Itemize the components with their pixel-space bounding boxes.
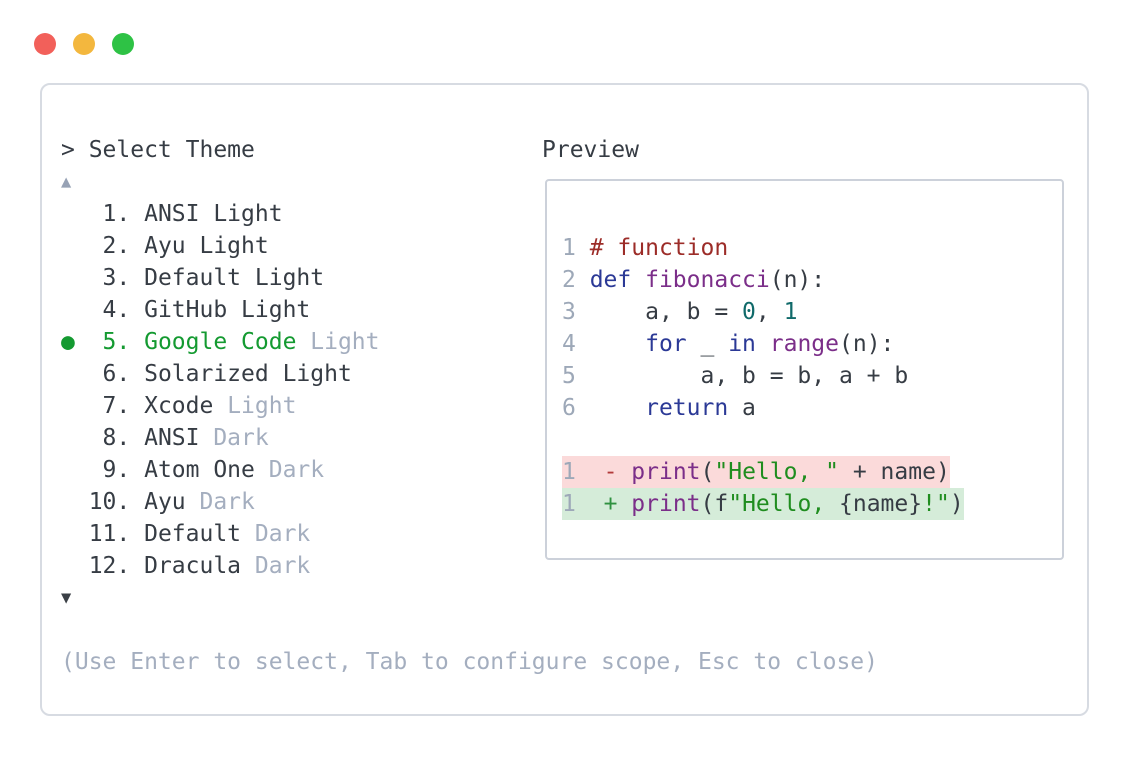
theme-item-label: Xcode [144,393,214,419]
theme-item-label: Default [144,521,242,547]
line-number: 5 [562,363,590,389]
theme-item-5[interactable]: ● 5. Google Code Light [61,329,380,355]
code-line [562,424,576,456]
line-number: 4 [562,331,590,357]
theme-list-column: > Select Theme ▲ 1. ANSI Light 2. Ayu Li… [61,134,878,678]
line-number: 6 [562,395,590,421]
theme-item-label: ANSI Light [144,201,283,227]
theme-variant-badge: Dark [199,425,269,451]
line-number: 1 [562,491,590,517]
theme-item-11[interactable]: 11. Default Dark [61,521,311,547]
theme-item-label: GitHub Light [144,297,311,323]
line-number: 1 [562,235,590,261]
theme-item-4[interactable]: 4. GitHub Light [61,297,311,323]
theme-variant-badge: Dark [185,489,255,515]
spacer [61,614,878,646]
preview-box: 1 # function 2 def fibonacci(n): 3 a, b = … [545,179,1064,560]
theme-item-6[interactable]: 6. Solarized Light [61,361,352,387]
theme-variant-badge: Dark [241,521,311,547]
close-window-icon[interactable] [34,33,56,55]
theme-item-label: Ayu [144,489,186,515]
theme-item-3[interactable]: 3. Default Light [61,265,325,291]
theme-item-label: Ayu Light [144,233,269,259]
theme-item-label: Default Light [144,265,325,291]
theme-list: 1. ANSI Light 2. Ayu Light 3. Default Li… [61,198,878,582]
theme-item-label: Google Code [144,329,297,355]
theme-item-10[interactable]: 10. Ayu Dark [61,489,255,515]
code-preview: 1 # function 2 def fibonacci(n): 3 a, b = … [562,232,964,520]
zoom-window-icon[interactable] [112,33,134,55]
scroll-down-icon[interactable]: ▼ [61,588,72,608]
code-line: 5 a, b = b, a + b [562,363,909,389]
code-line: 4 for _ in range(n): [562,331,895,357]
theme-variant-badge: Light [213,393,297,419]
line-number: 3 [562,299,590,325]
diff-line-del: 1 - print("Hello, " + name) [562,456,950,488]
theme-item-12[interactable]: 12. Dracula Dark [61,553,311,579]
line-number: 1 [562,459,590,485]
theme-item-label: Solarized Light [144,361,352,387]
scroll-up-icon[interactable]: ▲ [61,172,72,192]
theme-selector-panel: > Select Theme ▲ 1. ANSI Light 2. Ayu Li… [40,83,1089,716]
keyboard-hint: (Use Enter to select, Tab to configure s… [61,649,878,675]
code-line: 6 return a [562,395,756,421]
preview-title: Preview [542,137,639,163]
window-controls [34,33,134,55]
line-number: 2 [562,267,590,293]
theme-variant-badge: Dark [254,457,325,483]
diff-line-add: 1 + print(f"Hello, {name}!") [562,488,964,520]
theme-variant-badge: Dark [241,553,311,579]
theme-item-2[interactable]: 2. Ayu Light [61,233,269,259]
code-line: 3 a, b = 0, 1 [562,299,798,325]
theme-item-1[interactable]: 1. ANSI Light [61,201,283,227]
code-line: 2 def fibonacci(n): [562,267,826,293]
code-line: 1 # function [562,235,729,261]
select-theme-prompt: > Select Theme [61,137,255,163]
theme-item-9[interactable]: 9. Atom One Dark [61,457,325,483]
minimize-window-icon[interactable] [73,33,95,55]
theme-variant-badge: Light [296,329,380,355]
theme-item-8[interactable]: 8. ANSI Dark [61,425,269,451]
theme-item-label: Dracula [144,553,242,579]
theme-item-7[interactable]: 7. Xcode Light [61,393,297,419]
theme-item-label: Atom One [144,457,255,483]
theme-item-label: ANSI [144,425,200,451]
